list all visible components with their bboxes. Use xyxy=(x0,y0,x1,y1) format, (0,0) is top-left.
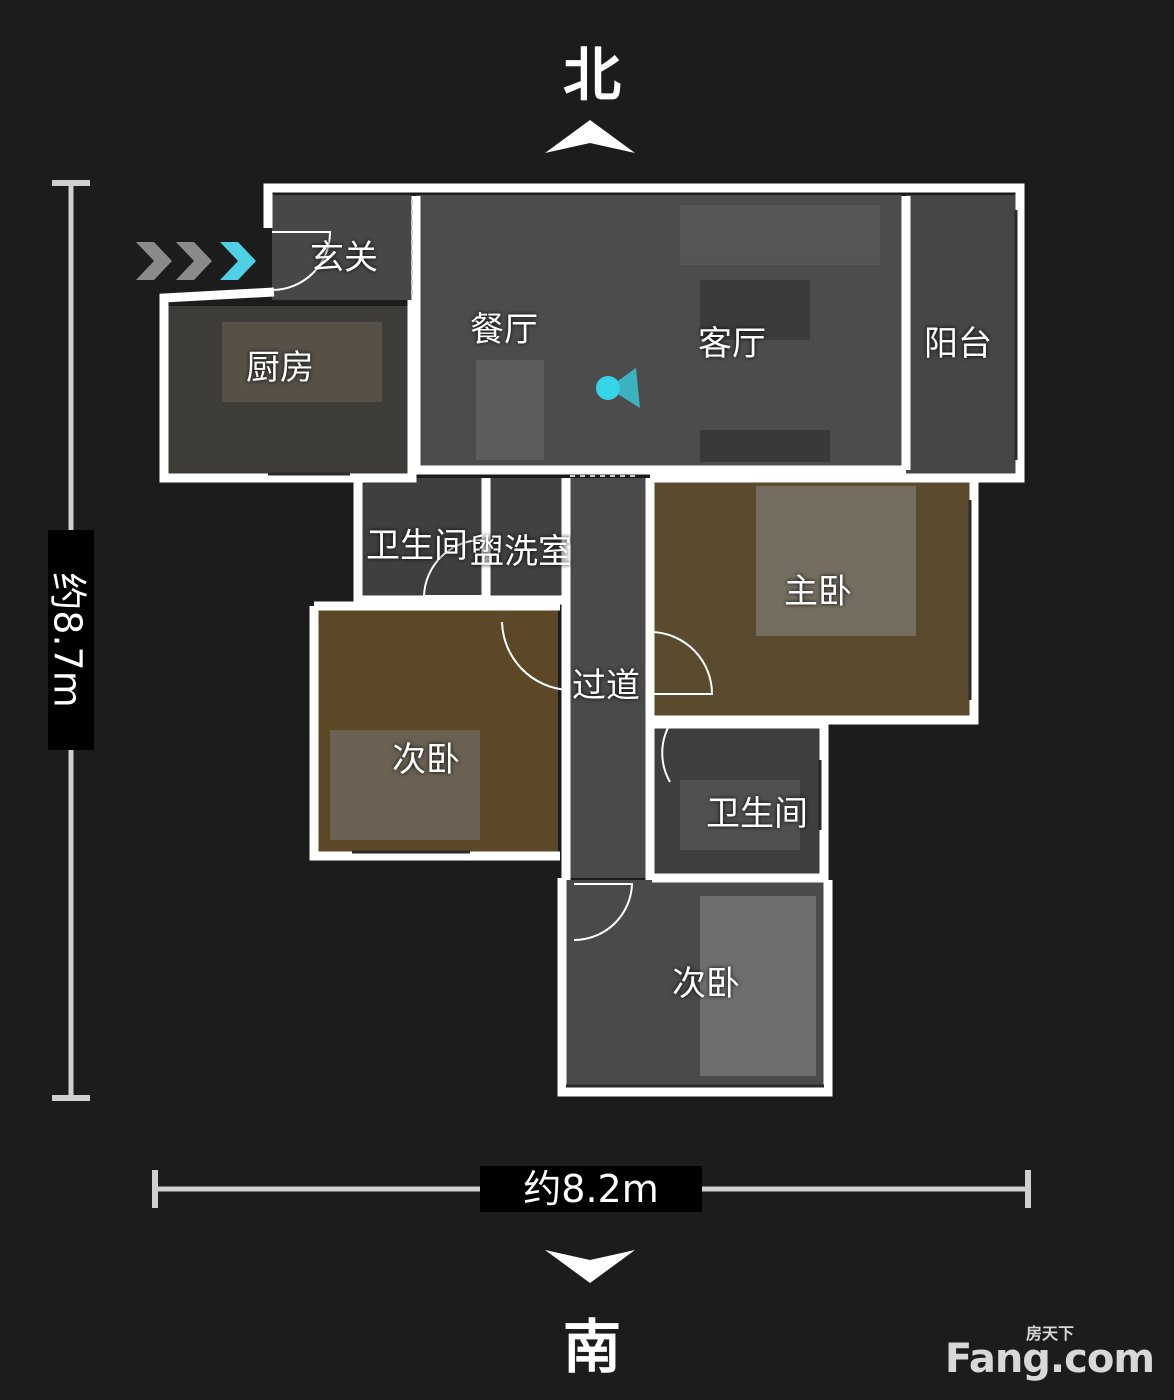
floor-washroom xyxy=(484,478,566,598)
view-marker-icon xyxy=(596,368,640,408)
entry-arrows-icon xyxy=(136,242,256,280)
room-label-washroom: 盥洗室 xyxy=(470,532,572,572)
north-label: 北 xyxy=(562,41,621,109)
room-label-master-bedroom: 主卧 xyxy=(784,572,852,612)
windows xyxy=(268,210,1018,1088)
furniture xyxy=(222,205,916,1076)
floor-entrance xyxy=(272,195,412,300)
floor-bath1 xyxy=(360,478,484,598)
room-label-kitchen: 厨房 xyxy=(246,348,314,388)
south-label: 南 xyxy=(562,1313,621,1381)
floor-corridor xyxy=(566,478,646,878)
openings xyxy=(411,200,640,477)
south-arrow-icon xyxy=(545,1250,635,1283)
room-label-second-bedroom2: 次卧 xyxy=(672,964,740,1004)
brand-subtitle: 房天下 xyxy=(1025,1324,1074,1343)
floor-balcony xyxy=(906,195,1020,475)
room-label-second-bedroom1: 次卧 xyxy=(392,740,460,780)
walls xyxy=(159,183,1025,1097)
width-dimension-text: 约8.2m xyxy=(480,1166,702,1212)
room-label-living: 客厅 xyxy=(698,324,766,364)
room-label-entrance: 玄关 xyxy=(310,238,378,278)
north-arrow-icon xyxy=(545,120,635,153)
brand-logo: Fang.com xyxy=(944,1336,1155,1382)
room-label-bathroom1: 卫生间 xyxy=(366,526,468,566)
height-dimension-badge: 约8.7m xyxy=(46,530,94,750)
room-label-dining: 餐厅 xyxy=(470,310,538,350)
door-swings xyxy=(271,231,714,941)
room-label-corridor: 过道 xyxy=(572,666,640,706)
room-label-bathroom2: 卫生间 xyxy=(706,794,808,834)
room-label-balcony: 阳台 xyxy=(924,324,992,364)
